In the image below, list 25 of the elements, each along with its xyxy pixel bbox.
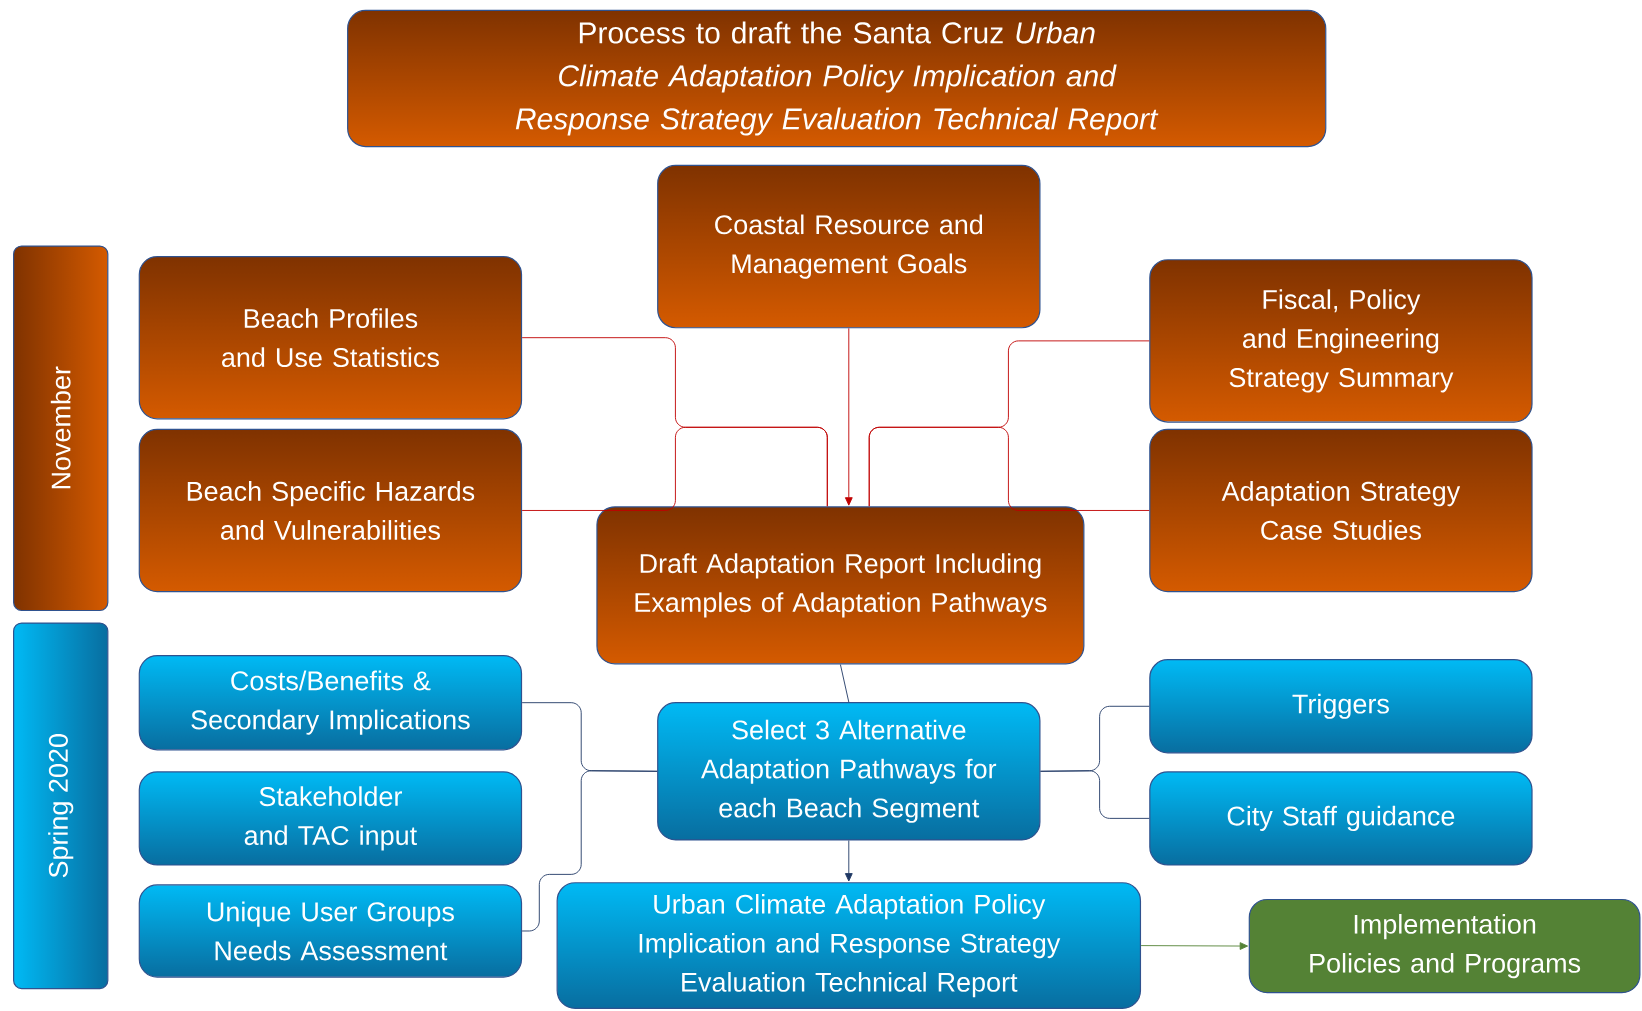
connector-line [521, 770, 658, 932]
process-box: Costs/Benefits & Secondary Implications [138, 655, 523, 751]
process-box: Stakeholder and TAC input [138, 771, 523, 866]
connector-line [868, 426, 1150, 511]
process-box: Beach Specific Hazards and Vulnerabilities [138, 428, 523, 593]
process-box: Adaptation Strategy Case Studies [1149, 428, 1533, 593]
connector-line [1040, 770, 1150, 819]
process-box: Fiscal, Policy and Engineering Strategy Summary [1149, 259, 1533, 423]
process-box: Beach Profiles and Use Statistics [138, 255, 523, 420]
process-box: City Staff guidance [1149, 771, 1533, 866]
process-box: Select 3 Alternative Adaptation Pathways for each Beach Segment [657, 702, 1041, 841]
process-box: Triggers [1149, 659, 1533, 754]
process-box: Coastal Resource and Management Goals [657, 164, 1041, 329]
process-box: Unique User Groups Needs Assessment [138, 884, 523, 978]
period-band: Spring 2020 [13, 622, 109, 990]
arrow [1140, 942, 1249, 950]
process-box: Draft Adaptation Report Including Examples of Adaptation Pathways [596, 506, 1085, 665]
arrow [844, 840, 853, 882]
title-box: Process to draft the Santa Cruz Urban Climate Adaptation Policy Implication and Response Strategy Evaluation Technical Report [347, 9, 1327, 148]
connector-line [521, 426, 828, 511]
process-box: Implementation Policies and Programs [1248, 898, 1641, 994]
connector-line [839, 664, 850, 703]
arrow [844, 327, 853, 506]
period-band: November [13, 245, 109, 612]
process-box: Urban Climate Adaptation Policy Implication and Response Strategy Evaluation Technical Report [556, 882, 1142, 1010]
